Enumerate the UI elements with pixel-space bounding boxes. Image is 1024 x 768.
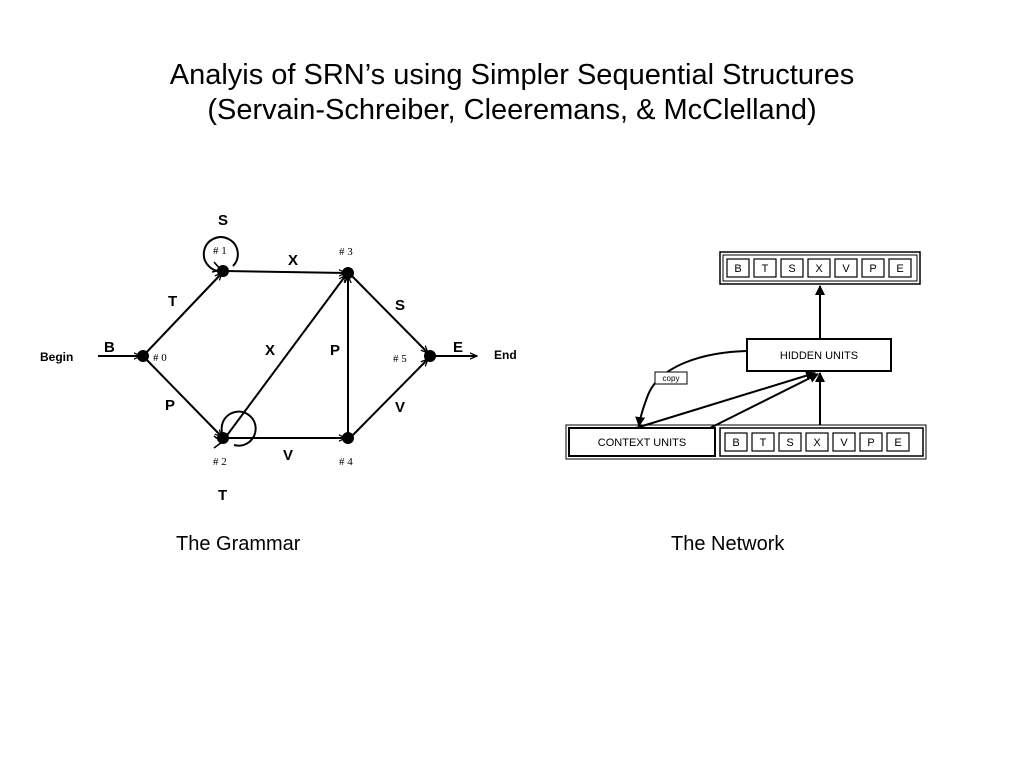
network-caption: The Network (671, 533, 785, 555)
input-unit-label: P (867, 437, 874, 449)
node-2-label: # 2 (213, 456, 227, 468)
output-unit-cell (807, 258, 831, 278)
hidden-units-label: HIDDEN UNITS (780, 350, 858, 362)
node-3-label: # 3 (339, 246, 353, 258)
input-unit-label: S (786, 437, 793, 449)
loop-node-1 (202, 236, 239, 273)
input-unit-label: E (894, 437, 901, 449)
input-unit-label: T (760, 437, 767, 449)
output-unit-label: T (762, 263, 769, 275)
title-line-2: (Servain-Schreiber, Cleeremans, & McClel… (207, 94, 817, 126)
grammar-node-5 (424, 350, 436, 362)
edge-4-5 (349, 359, 428, 439)
context-to-hidden-arrow-2 (709, 373, 819, 429)
input-unit-cell (859, 432, 883, 452)
grammar-node-2 (217, 432, 229, 444)
grammar-caption: The Grammar (176, 533, 301, 555)
begin-label: Begin (40, 350, 73, 364)
edge-label-e: E (453, 339, 463, 356)
slide-title: Analyis of SRN’s using Simpler Sequentia… (0, 58, 1024, 128)
input-unit-cell (724, 432, 748, 452)
node-5-label: # 5 (393, 353, 407, 365)
loop-node-2 (220, 410, 257, 447)
output-unit-label: S (788, 263, 795, 275)
input-layer-box (719, 427, 924, 457)
copy-tag-label: copy (663, 374, 680, 383)
edge-3-5 (349, 273, 428, 353)
bottom-layer-outer (565, 424, 927, 460)
input-unit-cell (778, 432, 802, 452)
grammar-node-3 (342, 267, 354, 279)
network-diagram: B T S X V P E HIDDEN UNITS CONTEXT UNITS B T S X V… (565, 251, 927, 460)
output-unit-cell (888, 258, 912, 278)
grammar-node-1 (217, 265, 229, 277)
input-unit-cell (832, 432, 856, 452)
input-unit-label: B (732, 437, 739, 449)
output-unit-label: B (734, 263, 741, 275)
grammar-node-0 (137, 350, 149, 362)
edge-2-3 (224, 275, 346, 439)
output-unit-cell (861, 258, 885, 278)
context-to-hidden-arrow-1 (635, 370, 816, 429)
grammar-node-4 (342, 432, 354, 444)
grammar-diagram: # 0 # 1 # 2 # 3 # 4 # 5 Begin End B T P … (40, 212, 517, 504)
output-unit-cell (834, 258, 858, 278)
input-unit-cell (751, 432, 775, 452)
edge-label-t-top: T (168, 293, 177, 310)
input-unit-cell (886, 432, 910, 452)
edge-0-2 (142, 355, 222, 437)
edge-label-s-loop: S (218, 212, 228, 229)
title-line-1: Analyis of SRN’s using Simpler Sequentia… (169, 59, 855, 91)
input-unit-label: V (840, 437, 848, 449)
node-4-label: # 4 (339, 456, 353, 468)
edge-1-3 (224, 271, 346, 273)
edge-label-v-bottom: V (283, 447, 293, 464)
edge-label-s-right: S (395, 297, 405, 314)
output-unit-cell (780, 258, 804, 278)
edge-label-v-right: V (395, 399, 405, 416)
output-unit-label: X (815, 263, 823, 275)
context-units-label: CONTEXT UNITS (598, 437, 686, 449)
edge-0-1 (142, 273, 222, 357)
edge-label-t-loop: T (218, 487, 227, 504)
copy-tag-box (654, 371, 688, 385)
edge-label-x-top: X (288, 252, 298, 269)
edge-label-p-bottom: P (165, 397, 175, 414)
edge-label-b: B (104, 339, 115, 356)
end-label: End (494, 348, 517, 362)
output-unit-label: E (896, 263, 903, 275)
output-unit-cell (726, 258, 750, 278)
edge-label-x-diag: X (265, 342, 275, 359)
node-1-label: # 1 (213, 245, 227, 257)
input-unit-cell (805, 432, 829, 452)
context-units-box (568, 427, 716, 457)
node-0-label: # 0 (153, 352, 167, 364)
output-unit-label: P (869, 263, 876, 275)
output-layer-inner (722, 254, 918, 282)
edge-label-p-vert: P (330, 342, 340, 359)
copy-loop-arrow (635, 350, 748, 427)
output-unit-cell (753, 258, 777, 278)
input-unit-label: X (813, 437, 821, 449)
output-unit-label: V (842, 263, 850, 275)
